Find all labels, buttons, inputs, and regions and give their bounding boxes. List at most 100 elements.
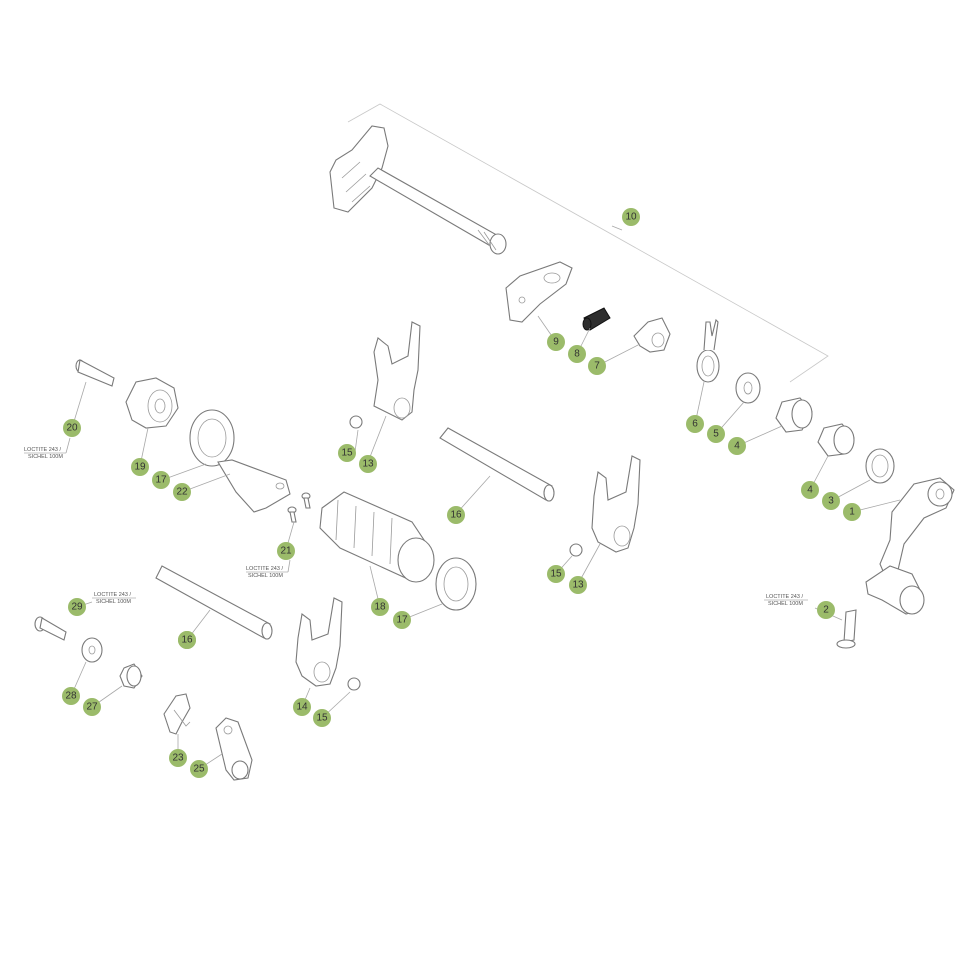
part-shift-lever bbox=[505, 261, 573, 323]
callout-22: 22 bbox=[173, 483, 191, 501]
svg-text:16: 16 bbox=[181, 635, 193, 646]
svg-text:SICHEL 100M: SICHEL 100M bbox=[28, 454, 63, 460]
part-return-spring bbox=[696, 318, 720, 383]
svg-text:4: 4 bbox=[734, 441, 740, 452]
callout-6: 6 bbox=[686, 415, 704, 433]
callout-15a: 15 bbox=[338, 444, 356, 462]
callout-17b: 17 bbox=[393, 611, 411, 629]
part-shift-star bbox=[125, 377, 179, 429]
part-shift-drum bbox=[319, 491, 435, 583]
callout-19: 19 bbox=[131, 458, 149, 476]
part-bearing-left bbox=[189, 409, 235, 467]
svg-text:1: 1 bbox=[849, 507, 855, 518]
callout-10: 10 bbox=[622, 208, 640, 226]
callout-21: 21 bbox=[277, 542, 295, 560]
part-pin-upper bbox=[349, 415, 363, 429]
svg-text:SICHEL 100M: SICHEL 100M bbox=[248, 573, 283, 579]
svg-text:29: 29 bbox=[71, 602, 83, 613]
callout-16c: 16 bbox=[178, 631, 196, 649]
svg-text:2: 2 bbox=[823, 605, 829, 616]
part-locking-lever bbox=[215, 717, 253, 781]
callout-13a: 13 bbox=[359, 455, 377, 473]
callout-2: 2 bbox=[817, 601, 835, 619]
svg-text:13: 13 bbox=[572, 580, 584, 591]
callout-20: 20 bbox=[63, 419, 81, 437]
svg-text:6: 6 bbox=[692, 419, 698, 430]
loctite-note-lower-left: LOCTITE 243 / SICHEL 100M bbox=[92, 592, 136, 605]
svg-text:23: 23 bbox=[172, 753, 184, 764]
svg-text:15: 15 bbox=[550, 569, 562, 580]
leader-lines bbox=[70, 225, 901, 770]
svg-text:28: 28 bbox=[65, 691, 77, 702]
svg-text:27: 27 bbox=[86, 702, 98, 713]
part-spring bbox=[582, 307, 611, 331]
callout-15c: 15 bbox=[313, 709, 331, 727]
callout-1: 1 bbox=[843, 503, 861, 521]
callout-25: 25 bbox=[190, 760, 208, 778]
callout-5: 5 bbox=[707, 425, 725, 443]
callout-28: 28 bbox=[62, 687, 80, 705]
callout-9: 9 bbox=[547, 333, 565, 351]
svg-text:LOCTITE 243 /: LOCTITE 243 / bbox=[246, 566, 283, 572]
part-fork-rail-lower bbox=[155, 565, 273, 640]
callout-29: 29 bbox=[68, 598, 86, 616]
callout-17a: 17 bbox=[152, 471, 170, 489]
part-shift-fork-upper bbox=[373, 321, 421, 421]
svg-text:7: 7 bbox=[594, 361, 600, 372]
svg-text:8: 8 bbox=[574, 349, 580, 360]
svg-text:17: 17 bbox=[155, 475, 167, 486]
loctite-note-right: LOCTITE 243 / SICHEL 100M bbox=[764, 594, 808, 607]
svg-text:22: 22 bbox=[176, 487, 188, 498]
part-fork-rail-upper bbox=[439, 427, 555, 502]
callout-18: 18 bbox=[371, 598, 389, 616]
callout-27: 27 bbox=[83, 698, 101, 716]
part-pin-right bbox=[569, 543, 583, 557]
svg-text:15: 15 bbox=[316, 713, 328, 724]
part-seal bbox=[865, 448, 895, 484]
svg-text:13: 13 bbox=[362, 459, 374, 470]
callout-14: 14 bbox=[293, 698, 311, 716]
callout-8: 8 bbox=[568, 345, 586, 363]
svg-text:19: 19 bbox=[134, 462, 146, 473]
part-spring-23 bbox=[163, 693, 191, 735]
svg-text:25: 25 bbox=[193, 764, 205, 775]
callout-4b: 4 bbox=[801, 481, 819, 499]
part-washer bbox=[735, 372, 761, 404]
svg-text:9: 9 bbox=[553, 337, 559, 348]
part-bushing-b bbox=[817, 423, 855, 457]
loctite-note-left: LOCTITE 243 / SICHEL 100M bbox=[24, 437, 71, 460]
part-pedal-bolt bbox=[836, 609, 857, 649]
callout-16a: 16 bbox=[447, 506, 465, 524]
part-bearing-right bbox=[435, 557, 477, 611]
part-bolt-20 bbox=[75, 359, 115, 387]
part-locking-plate bbox=[217, 459, 291, 513]
svg-text:16: 16 bbox=[450, 510, 462, 521]
svg-text:LOCTITE 243 /: LOCTITE 243 / bbox=[94, 592, 131, 598]
part-guide bbox=[633, 317, 671, 353]
svg-text:SICHEL 100M: SICHEL 100M bbox=[768, 601, 803, 607]
loctite-note-center: LOCTITE 243 / SICHEL 100M bbox=[246, 559, 291, 579]
part-bushing-a bbox=[775, 397, 813, 433]
part-screws bbox=[287, 492, 311, 523]
callout-15b: 15 bbox=[547, 565, 565, 583]
svg-text:3: 3 bbox=[828, 496, 834, 507]
callout-23: 23 bbox=[169, 749, 187, 767]
callouts: 10 9 8 7 6 5 4 4 3 1 2 20 19 17 22 15 13… bbox=[62, 208, 861, 778]
part-pin-lower bbox=[347, 677, 361, 691]
svg-text:17: 17 bbox=[396, 615, 408, 626]
svg-text:5: 5 bbox=[713, 429, 719, 440]
callout-4a: 4 bbox=[728, 437, 746, 455]
svg-text:LOCTITE 243 /: LOCTITE 243 / bbox=[766, 594, 803, 600]
part-washer-28 bbox=[81, 637, 103, 663]
part-shift-pedal bbox=[865, 477, 955, 615]
svg-text:15: 15 bbox=[341, 448, 353, 459]
svg-text:18: 18 bbox=[374, 602, 386, 613]
callout-3: 3 bbox=[822, 492, 840, 510]
part-bolt-29 bbox=[34, 616, 67, 641]
svg-text:20: 20 bbox=[66, 423, 78, 434]
part-shift-shaft bbox=[329, 125, 507, 255]
svg-text:10: 10 bbox=[625, 212, 637, 223]
svg-text:21: 21 bbox=[280, 546, 292, 557]
callout-7: 7 bbox=[588, 357, 606, 375]
